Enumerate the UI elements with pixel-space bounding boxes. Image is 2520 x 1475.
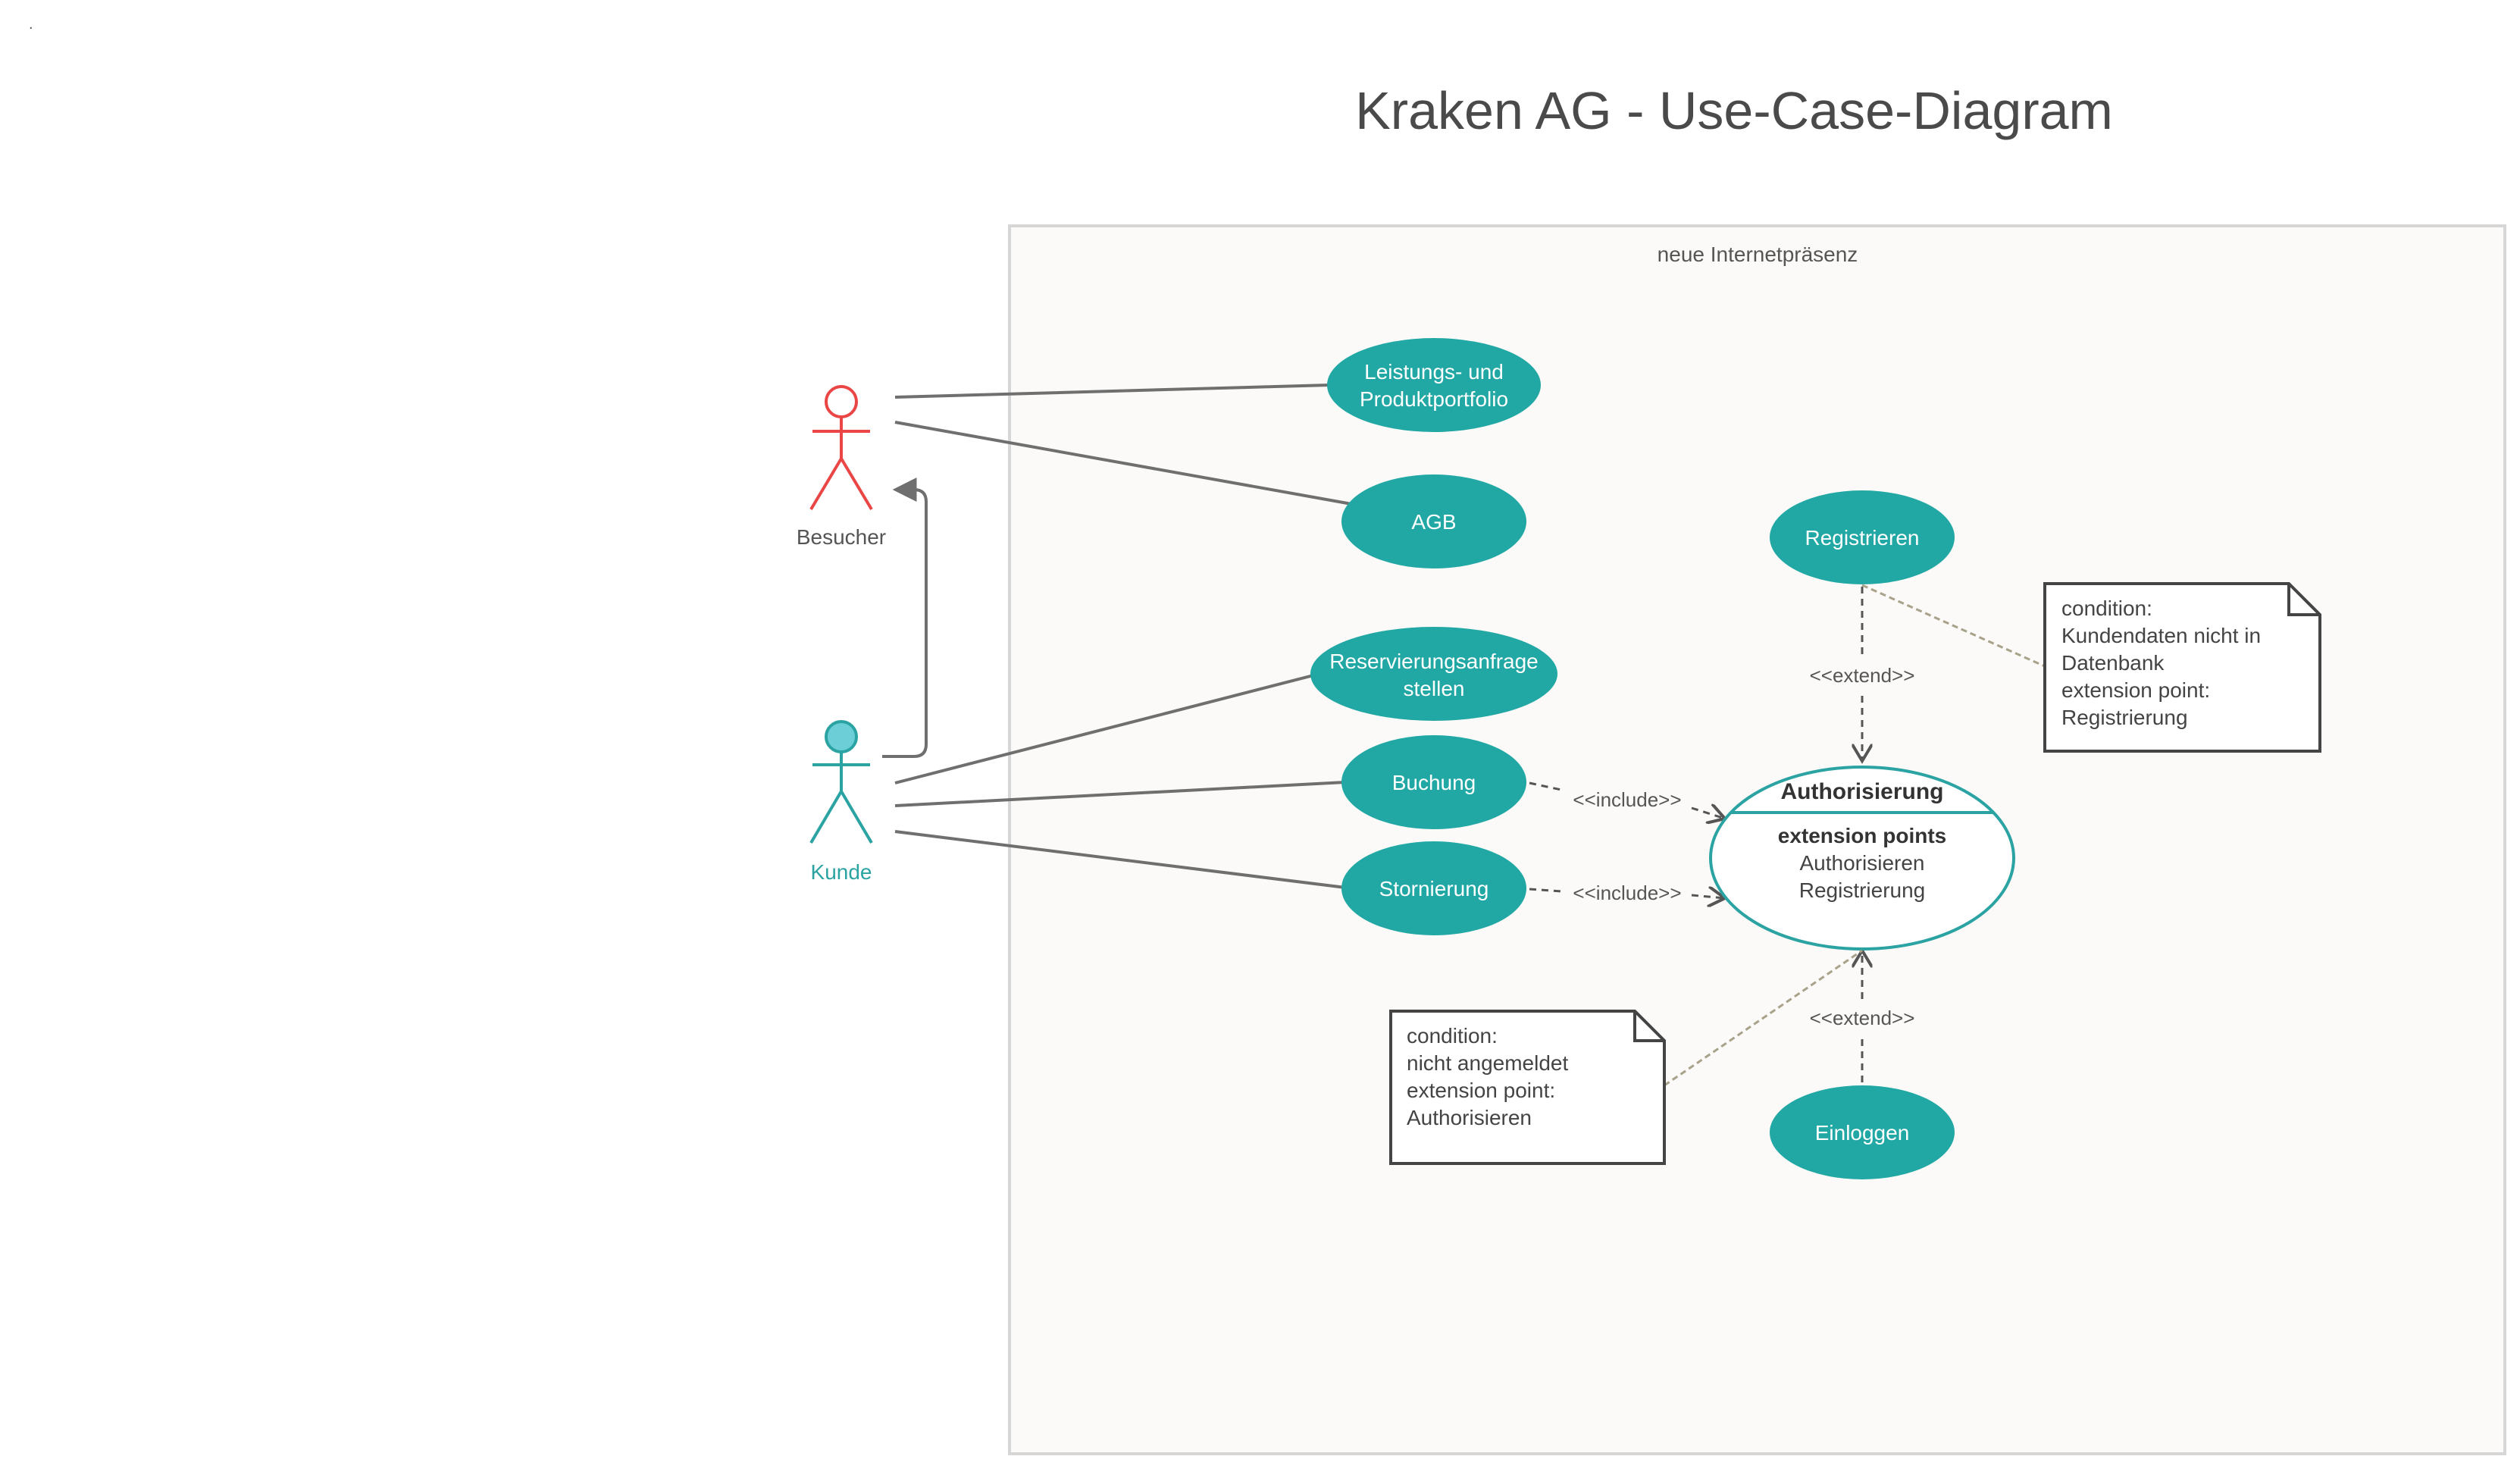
note-register-condition: condition: Kundendaten nicht in Datenban… [2043,582,2321,753]
corner-mark: . [29,16,33,33]
include-line-booking-a [1529,781,1562,791]
note-line: Kundendaten nicht in [2061,624,2261,647]
extend-label-login: <<extend>> [1810,1007,1915,1029]
extension-points-header: extension points [1778,824,1946,847]
note-fold-icon [2287,584,2320,616]
extension-point-item: Registrierung [1799,878,1926,902]
use-case-reservation-shape [1310,627,1557,721]
note-line: nicht angemeldet [1407,1051,1568,1075]
use-case-agb[interactable]: AGB [1341,474,1526,568]
use-case-login-shape [1770,1085,1955,1179]
association-visitor-agb [894,421,1357,506]
use-case-register-shape [1770,490,1955,584]
association-customer-booking [894,781,1346,807]
use-case-portfolio-line2: Produktportfolio [1360,387,1508,411]
note-line: condition: [1407,1024,1498,1048]
associations [894,384,1357,889]
stick-figure-icon [809,720,873,844]
include-line-cancellation-b [1691,895,1725,898]
use-case-login[interactable]: Einloggen [1770,1085,1955,1179]
use-case-agb-shape [1341,474,1526,568]
note-line: Authorisieren [1407,1106,1532,1129]
note-line: extension point: [1407,1079,1555,1102]
note-connector-login [1664,949,1863,1087]
include-relationships: <<include>> <<include>> [1529,781,1725,904]
actor-besucher-label: Besucher [797,525,886,549]
use-case-register[interactable]: Registrieren [1770,490,1955,584]
association-visitor-portfolio [894,384,1330,399]
extend-relationships: <<extend>> <<extend>> [1810,587,1915,1082]
note-fold-icon [1633,1011,1664,1042]
generalization-arrow [882,478,928,758]
use-case-cancellation-shape [1341,841,1526,935]
extend-label-register: <<extend>> [1810,664,1915,687]
note-register-shape [2043,582,2321,753]
system-boundary-label: neue Internetpräsenz [1658,243,1858,266]
note-line: condition: [2061,597,2152,620]
note-login-condition: condition: nicht angemeldet extension po… [1389,1010,1666,1165]
use-case-booking[interactable]: Buchung [1341,735,1526,829]
note-line: extension point: [2061,678,2210,702]
actor-kunde-label: Kunde [811,860,872,884]
use-case-reservation-line1: Reservierungsanfrage [1329,650,1539,673]
use-case-authorization-title: Authorisierung [1781,779,1944,804]
association-customer-cancellation [894,830,1346,889]
actor-kunde[interactable]: Kunde [809,720,873,884]
use-case-portfolio-shape [1327,338,1541,432]
use-case-cancellation[interactable]: Stornierung [1341,841,1526,935]
extension-point-item: Authorisieren [1800,851,1925,875]
note-connector-register [1861,584,2046,668]
association-customer-reservation [894,673,1317,784]
actor-besucher[interactable]: Besucher [797,385,886,549]
note-line: Datenbank [2061,651,2165,675]
include-line-cancellation-a [1529,888,1562,893]
use-case-booking-shape [1341,735,1526,829]
use-case-reservation[interactable]: Reservierungsanfrage stellen [1310,627,1557,721]
diagram-title: Kraken AG - Use-Case-Diagram [1355,81,2113,140]
use-case-register-label: Registrieren [1805,526,1920,550]
use-case-agb-label: AGB [1411,510,1456,534]
use-case-cancellation-label: Stornierung [1379,877,1489,900]
use-case-booking-label: Buchung [1392,771,1476,794]
use-case-reservation-line2: stellen [1404,677,1465,700]
note-login-shape [1389,1010,1666,1165]
note-line: Registrierung [2061,706,2188,729]
include-label-cancellation: <<include>> [1573,882,1681,904]
use-case-login-label: Einloggen [1815,1121,1910,1145]
use-case-portfolio[interactable]: Leistungs- und Produktportfolio [1327,338,1541,432]
use-case-authorization[interactable]: Authorisierung extension points Authoris… [1709,766,2015,950]
stick-figure-icon [809,385,873,511]
include-label-booking: <<include>> [1573,788,1681,811]
use-case-portfolio-line1: Leistungs- und [1364,360,1504,384]
include-line-booking-b [1691,808,1725,819]
